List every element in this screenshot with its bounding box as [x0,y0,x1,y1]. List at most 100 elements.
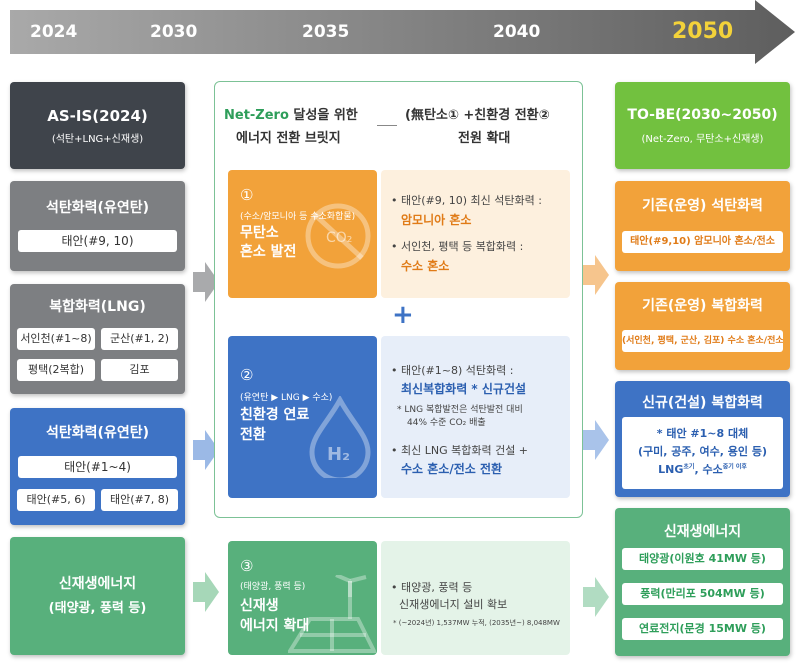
card3-desc: • 태양광, 풍력 등 신재생에너지 설비 확보 * (~2024년) 1,53… [381,541,570,655]
tobe-coal-card: 기존(운영) 석탄화력 태안(#9,10) 암모니아 혼소/전소 [615,181,790,271]
year-2024: 2024 [30,22,78,42]
year-2030: 2030 [150,22,198,42]
year-2040: 2040 [493,22,541,42]
coal-card-2-title: 석탄화력(유연탄) [46,425,149,441]
card1-desc-b2: • 서인천, 평택 등 복합화력 : [391,240,524,253]
lng-item-gunsan: 군산(#1, 2) [101,328,178,350]
tobe-renew-fuelcell: 연료전지(문경 15MW 등) [622,618,783,640]
card1-desc-b1: • 태안(#9, 10) 최신 석탄화력 : [391,194,542,207]
card3-sub: (태양광, 풍력 등) [240,582,306,592]
card1-desc-b1-strong: 암모니아 혼소 [401,213,472,227]
tobe-newlng-card: 신규(건설) 복합화력 * 태안 #1~8 대체 (구미, 공주, 여수, 용인… [615,381,790,497]
renew-card-subtitle: (태양광, 풍력 등) [48,601,147,616]
card1-line2: 혼소 발전 [240,244,297,260]
hydrogen-later-text: 중기 이후 [722,463,747,471]
tobe-newlng-line1: * 태안 #1~8 대체 [656,427,749,440]
tobe-subtitle: (Net-Zero, 무탄소+신재생) [641,134,764,145]
asis-card: AS-IS(2024) (석탄+LNG+신재생) [10,82,185,169]
card3-line1: 신재생 [240,598,279,614]
tobe-newlng-line3: LNG초기, 수소중기 이후 [622,461,783,477]
timeline-arrow [10,0,795,64]
tobe-renew-solar: 태양광(이원호 41MW 등) [622,548,783,570]
bridge-header-right-2: 전원 확대 [458,131,511,146]
card1-sub: (수소/암모니아 등 수소화합물) [240,212,356,222]
netzero-rest-text: 달성을 위한 [288,108,358,123]
card2-line1: 친환경 연료 [240,407,310,423]
card3-line2: 에너지 확대 [240,618,310,634]
card3-desc-b2: 신재생에너지 설비 확보 [399,598,508,611]
year-2035: 2035 [302,22,350,42]
tobe-newlng-title: 신규(건설) 복합화력 [642,395,763,411]
card-eco-fuel: H₂ ② (유연탄 ▶ LNG ▶ 수소) 친환경 연료 전환 [228,336,377,498]
solar-wind-icon [288,575,376,653]
arrow-right-gray [193,262,219,302]
asis-subtitle: (석탄+LNG+신재생) [51,134,144,145]
plus-sign: + [392,300,414,330]
svg-text:H₂: H₂ [327,444,350,465]
tobe-title: TO-BE(2030~2050) [627,107,778,123]
card2-desc-b1-strong: 최신복합화력 * 신규건설 [401,382,527,396]
tobe-coal-title: 기존(운영) 석탄화력 [642,198,763,214]
coal-card-1: 석탄화력(유연탄) 태안(#9, 10) [10,181,185,271]
arrow-right-blue-2 [583,420,609,460]
arrow-right-orange [583,255,609,295]
coal-card-2-item-3: 태안(#7, 8) [101,489,178,511]
card2-desc-note2: 44% 수준 CO₂ 배출 [407,418,486,428]
lng-item-gimpo: 김포 [101,359,178,381]
hydrogen-text: , 수소 [694,463,723,476]
coal-card-2-item-2: 태안(#5, 6) [17,489,95,511]
tobe-coal-item: 태안(#9,10) 암모니아 혼소/전소 [622,231,783,253]
tobe-newlng-line2: (구미, 공주, 여수, 용인 등) [638,445,767,458]
card1-desc-b2-strong: 수소 혼소 [401,259,450,273]
tobe-newlng-box: * 태안 #1~8 대체 (구미, 공주, 여수, 용인 등) LNG초기, 수… [622,417,783,489]
coal-card-1-item: 태안(#9, 10) [18,230,177,252]
card-renewable: ③ (태양광, 풍력 등) 신재생 에너지 확대 [228,541,377,655]
coal-card-2: 석탄화력(유연탄) 태안(#1~4) 태안(#5, 6) 태안(#7, 8) [10,408,185,525]
lng-item-seoincheon: 서인천(#1~8) [17,328,95,350]
card2-desc: • 태안(#1~8) 석탄화력 : 최신복합화력 * 신규건설 * LNG 복합… [381,336,570,498]
year-2050: 2050 [672,19,734,44]
tobe-renew-wind: 풍력(만리포 504MW 등) [622,583,783,605]
renew-card-title: 신재생에너지 [58,576,137,592]
co2-cloud-icon: CO₂ [305,203,371,269]
tobe-lng-card: 기존(운영) 복합화력 (서인천, 평택, 군산, 김포) 수소 혼소/전소 [615,282,790,370]
card3-desc-b1: • 태양광, 풍력 등 [391,581,473,594]
netzero-text: Net-Zero [224,108,289,123]
tobe-card: TO-BE(2030~2050) (Net-Zero, 무탄소+신재생) [615,82,790,169]
card2-desc-b2-strong: 수소 혼소/전소 전환 [401,462,503,476]
arrow-right-green-2 [583,577,609,617]
lng-text: LNG [658,463,684,476]
card2-line2: 전환 [240,427,266,443]
asis-title: AS-IS(2024) [47,107,148,125]
header-divider [377,125,397,126]
card2-desc-b1: • 태안(#1~8) 석탄화력 : [391,364,514,377]
card2-sub: (유연탄 ▶ LNG ▶ 수소) [240,393,333,403]
card2-desc-note1: * LNG 복합발전은 석탄발전 대비 [397,405,523,415]
card1-number: ① [240,186,254,204]
renew-card: 신재생에너지 (태양광, 풍력 등) [10,537,185,655]
coal-card-1-title: 석탄화력(유연탄) [46,200,149,216]
bridge-header-left-1: Net-Zero 달성을 위한 [224,104,358,123]
card1-line1: 무탄소 [240,225,279,241]
lng-card-title: 복합화력(LNG) [49,299,146,315]
lng-card: 복합화력(LNG) 서인천(#1~8) 군산(#1, 2) 평택(2복합) 김포 [10,284,185,394]
lng-early-text: 초기 [683,463,695,471]
tobe-lng-title: 기존(운영) 복합화력 [642,298,763,314]
card-zero-carbon: CO₂ ① (수소/암모니아 등 수소화합물) 무탄소 혼소 발전 [228,170,377,298]
card1-desc: • 태안(#9, 10) 최신 석탄화력 : 암모니아 혼소 • 서인천, 평택… [381,170,570,298]
arrow-right-green [193,572,219,612]
tobe-renew-card: 신재생에너지 태양광(이원호 41MW 등) 풍력(만리포 504MW 등) 연… [615,508,790,656]
card2-desc-b2: • 최신 LNG 복합화력 건설 + [391,444,529,457]
timeline-bar: 2024 2030 2035 2040 2050 [0,0,800,66]
card2-number: ② [240,366,254,384]
tobe-lng-item: (서인천, 평택, 군산, 김포) 수소 혼소/전소 [622,330,783,352]
svg-text:CO₂: CO₂ [326,230,352,246]
arrow-right-blue [193,430,219,470]
lng-item-pyeongtaek: 평택(2복합) [17,359,95,381]
bridge-header-right-1: (無탄소① +친환경 전환② [405,108,550,123]
coal-card-2-item-1: 태안(#1~4) [18,456,177,478]
card3-number: ③ [240,557,254,575]
card3-desc-note: * (~2024년) 1,537MW 누적, (2035년~) 8,048MW [393,619,560,627]
h2-drop-icon: H₂ [309,396,371,478]
bridge-header-left-2: 에너지 전환 브릿지 [236,131,341,146]
